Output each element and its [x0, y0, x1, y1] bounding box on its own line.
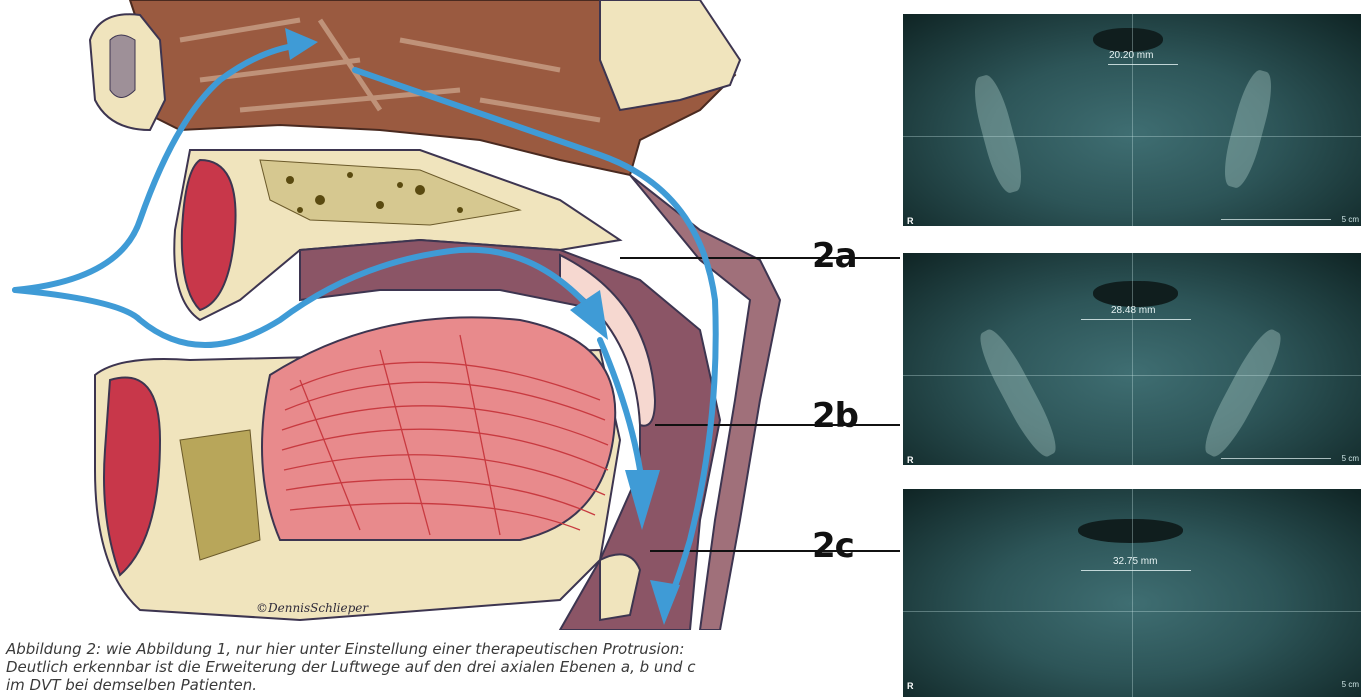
figure-caption: Abbildung 2: wie Abbildung 1, nur hier u…: [6, 640, 886, 694]
artist-signature: ©DennisSchlieper: [256, 601, 368, 615]
scale-label: 5 cm: [1342, 680, 1359, 689]
measurement-label: 28.48 mm: [1111, 305, 1155, 316]
crosshair-horizontal: [903, 136, 1361, 137]
caption-line-1: Abbildung 2: wie Abbildung 1, nur hier u…: [6, 640, 684, 658]
mandible-left: [968, 72, 1028, 196]
crosshair-vertical: [1132, 14, 1133, 232]
ct-scan-level-c: 32.75 mm R 5 cm: [903, 489, 1361, 697]
measurement-line: [1108, 64, 1178, 65]
mandible-left: [972, 324, 1064, 462]
nose-cartilage: [110, 35, 135, 98]
zygomatic-region: [600, 0, 740, 110]
airway-lumen: [1093, 281, 1178, 307]
airway-lumen: [1078, 519, 1183, 543]
crosshair-horizontal: [903, 375, 1361, 376]
crosshair-vertical: [1132, 489, 1133, 697]
measurement-line: [1081, 319, 1191, 320]
mandible-right: [1197, 324, 1289, 462]
orientation-label: R: [907, 216, 914, 226]
ct-scan-level-b: 28.48 mm R 5 cm: [903, 253, 1361, 471]
scale-label: 5 cm: [1342, 215, 1359, 224]
level-label-b: 2b: [812, 396, 858, 436]
caption-line-3: im DVT bei demselben Patienten.: [6, 676, 257, 694]
anatomy-illustration: [0, 0, 900, 630]
ct-scan-level-a: 20.20 mm R 5 cm: [903, 14, 1361, 232]
level-label-c: 2c: [812, 526, 854, 566]
measurement-label: 20.20 mm: [1109, 50, 1153, 61]
scale-bar: [1221, 219, 1331, 220]
caption-line-2: Deutlich erkennbar ist die Erweiterung d…: [6, 658, 695, 676]
crosshair-horizontal: [903, 611, 1361, 612]
scan-footer-bar: [903, 226, 1361, 232]
orientation-label: R: [907, 681, 914, 691]
scale-label: 5 cm: [1342, 454, 1359, 463]
measurement-label: 32.75 mm: [1113, 556, 1157, 567]
scale-bar: [1221, 458, 1331, 459]
level-label-a: 2a: [812, 236, 857, 276]
crosshair-vertical: [1132, 253, 1133, 471]
measurement-line: [1081, 570, 1191, 571]
orientation-label: R: [907, 455, 914, 465]
airway-lumen: [1093, 28, 1163, 52]
scan-footer-bar: [903, 465, 1361, 471]
mandible-right: [1218, 67, 1278, 191]
